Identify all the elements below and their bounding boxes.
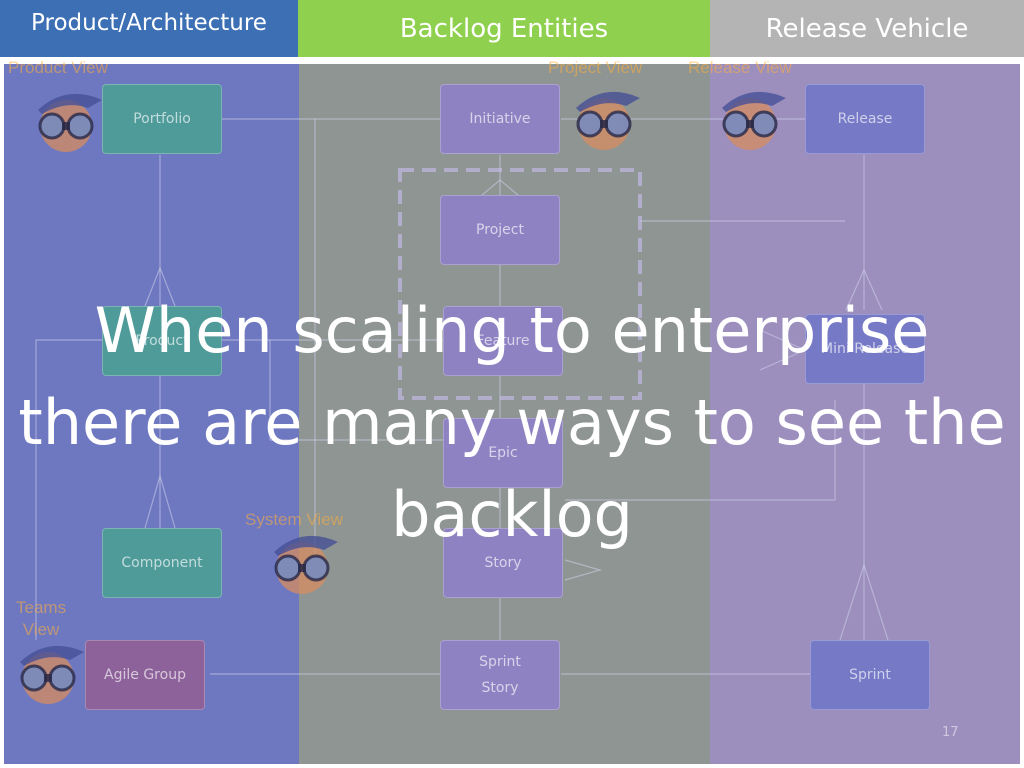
node-portfolio: Portfolio [102, 84, 222, 154]
label-system-view: System View [245, 510, 343, 529]
label-teams-view-line1: Teams [16, 598, 67, 617]
binoculars-character-icon [274, 535, 338, 594]
node-story: Story [443, 528, 563, 598]
page-number: 17 [942, 725, 959, 740]
overlay-heading-line3: backlog [391, 478, 633, 551]
node-release-label: Release [837, 111, 893, 127]
node-sprint-story-line2: Story [481, 680, 519, 696]
tab-release-vehicle: Release Vehicle [710, 0, 1024, 57]
node-project-label: Project [476, 222, 524, 238]
node-release: Release [805, 84, 925, 154]
overlay-heading: When scaling to enterprise there are man… [0, 285, 1024, 561]
binoculars-character-icon [722, 91, 786, 150]
node-sprint-label: Sprint [849, 667, 891, 683]
tab-backlog-entities: Backlog Entities [298, 0, 710, 57]
node-epic: Epic [443, 418, 563, 488]
tab-product-architecture: Product/Architecture [0, 0, 298, 57]
node-feature-label: Feature [476, 333, 530, 349]
label-product-view: Product View [8, 58, 108, 77]
label-teams-view-line2: View [22, 620, 60, 639]
node-agile-group: Agile Group [85, 640, 205, 710]
binoculars-character-icon [20, 645, 84, 704]
node-component-label: Component [121, 555, 203, 571]
node-initiative: Initiative [440, 84, 560, 154]
node-component: Component [102, 528, 222, 598]
node-sprint: Sprint [810, 640, 930, 710]
node-story-label: Story [484, 555, 522, 571]
node-sprint-story-line1: Sprint [479, 654, 521, 670]
node-agile-group-label: Agile Group [104, 667, 186, 683]
overlay-heading-line2: there are many ways to see the [18, 386, 1006, 459]
node-product: Product [102, 306, 222, 376]
tab-backlog-entities-label: Backlog Entities [399, 13, 609, 44]
node-product-label: Product [135, 333, 189, 349]
label-teams-view: Teams View [16, 597, 66, 641]
node-epic-label: Epic [488, 445, 518, 461]
binoculars-character-icon [38, 93, 102, 152]
label-release-view: Release View [688, 58, 792, 77]
node-portfolio-label: Portfolio [133, 111, 191, 127]
tab-release-vehicle-label: Release Vehicle [765, 13, 969, 44]
node-initiative-label: Initiative [469, 111, 531, 127]
label-project-view: Project View [548, 58, 643, 77]
node-mini-release: Mini Release [805, 314, 925, 384]
node-mini-release-label: Mini Release [821, 341, 909, 357]
binoculars-character-icon [576, 91, 640, 150]
tab-product-architecture-label: Product/Architecture [31, 10, 267, 36]
overlay-heading-line1: When scaling to enterprise [94, 294, 930, 367]
node-feature: Feature [443, 306, 563, 376]
node-sprint-story: Sprint Story [440, 640, 560, 710]
node-project: Project [440, 195, 560, 265]
